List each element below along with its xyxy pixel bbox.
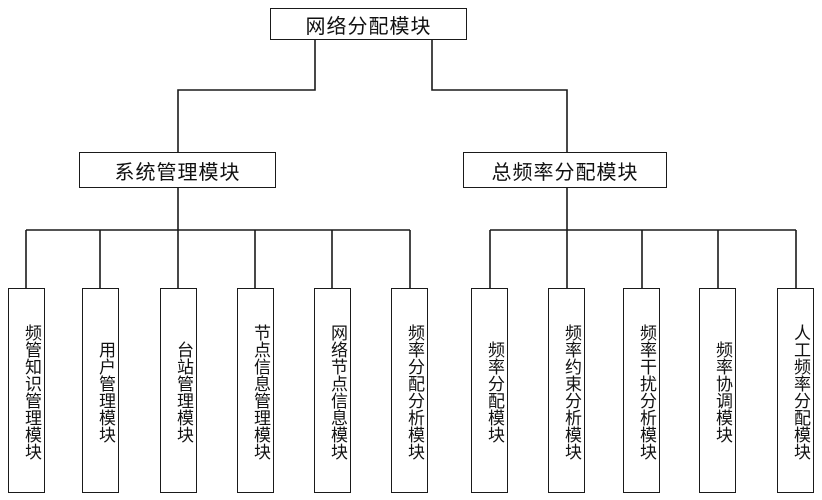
leaf-node-label: 频率干扰分析模块	[636, 323, 656, 460]
leaf-node-label: 台站管理模块	[173, 340, 193, 443]
branch-node-system-management: 系统管理模块	[79, 152, 276, 188]
leaf-node-label: 节点信息管理模块	[250, 323, 270, 460]
leaf-node: 网络节点信息模块	[314, 288, 351, 493]
leaf-node: 频率约束分析模块	[548, 288, 585, 493]
root-node: 网络分配模块	[270, 8, 467, 40]
leaf-node-label: 人工频率分配模块	[790, 323, 810, 460]
branch-node-label: 总频率分配模块	[491, 159, 639, 184]
leaf-node-label: 频率协调模块	[712, 340, 732, 443]
connector-root-left	[177, 40, 316, 152]
branch-node-total-frequency-allocation: 总频率分配模块	[463, 152, 667, 188]
connector-left-drops	[25, 230, 411, 288]
connector-right-drops	[489, 230, 797, 288]
leaf-node: 频率干扰分析模块	[623, 288, 660, 493]
leaf-node: 人工频率分配模块	[777, 288, 814, 493]
leaf-node-label: 网络节点信息模块	[327, 323, 347, 460]
leaf-node: 台站管理模块	[160, 288, 197, 493]
leaf-node: 节点信息管理模块	[237, 288, 274, 493]
root-node-label: 网络分配模块	[305, 13, 432, 38]
leaf-node: 频率协调模块	[699, 288, 736, 493]
leaf-node: 频率分配模块	[471, 288, 508, 493]
leaf-node-label: 频率分配分析模块	[404, 323, 424, 460]
leaf-node: 用户管理模块	[82, 288, 119, 493]
connector-root-right	[431, 40, 568, 152]
leaf-node: 频管知识管理模块	[8, 288, 45, 493]
leaf-node-label: 频率分配模块	[484, 340, 504, 443]
leaf-node-label: 频率约束分析模块	[561, 323, 581, 460]
leaf-node-label: 用户管理模块	[95, 340, 115, 443]
leaf-node: 频率分配分析模块	[391, 288, 428, 493]
leaf-node-label: 频管知识管理模块	[21, 323, 41, 460]
branch-node-label: 系统管理模块	[114, 159, 241, 184]
